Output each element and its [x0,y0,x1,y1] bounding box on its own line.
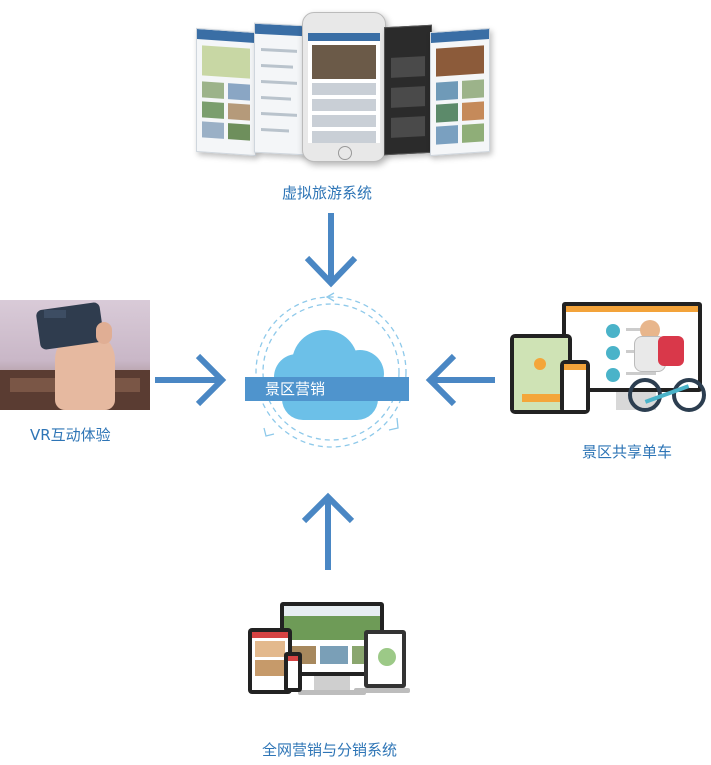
shared-bike-devices-image [508,300,708,425]
ring-arrowhead-left [263,427,275,437]
dashed-ring [255,296,407,448]
arrow-left-icon [425,353,495,407]
iphone-center [302,12,386,162]
arrow-down-icon [304,213,358,288]
vr-label: VR互动体验 [30,426,111,444]
omni-channel-devices-image [244,600,410,700]
virtual-tour-label: 虚拟旅游系统 [282,184,373,202]
arrow-up-icon [301,492,355,570]
vr-headset-image [0,300,150,410]
omni-channel-label: 全网营销与分销系统 [262,741,398,759]
center-banner: 景区营销 [245,377,409,401]
shared-bike-label: 景区共享单车 [582,443,673,461]
arrow-right-icon [155,353,227,407]
ring-arrowhead-top [325,292,335,302]
ring-arrowhead-right [388,417,399,431]
